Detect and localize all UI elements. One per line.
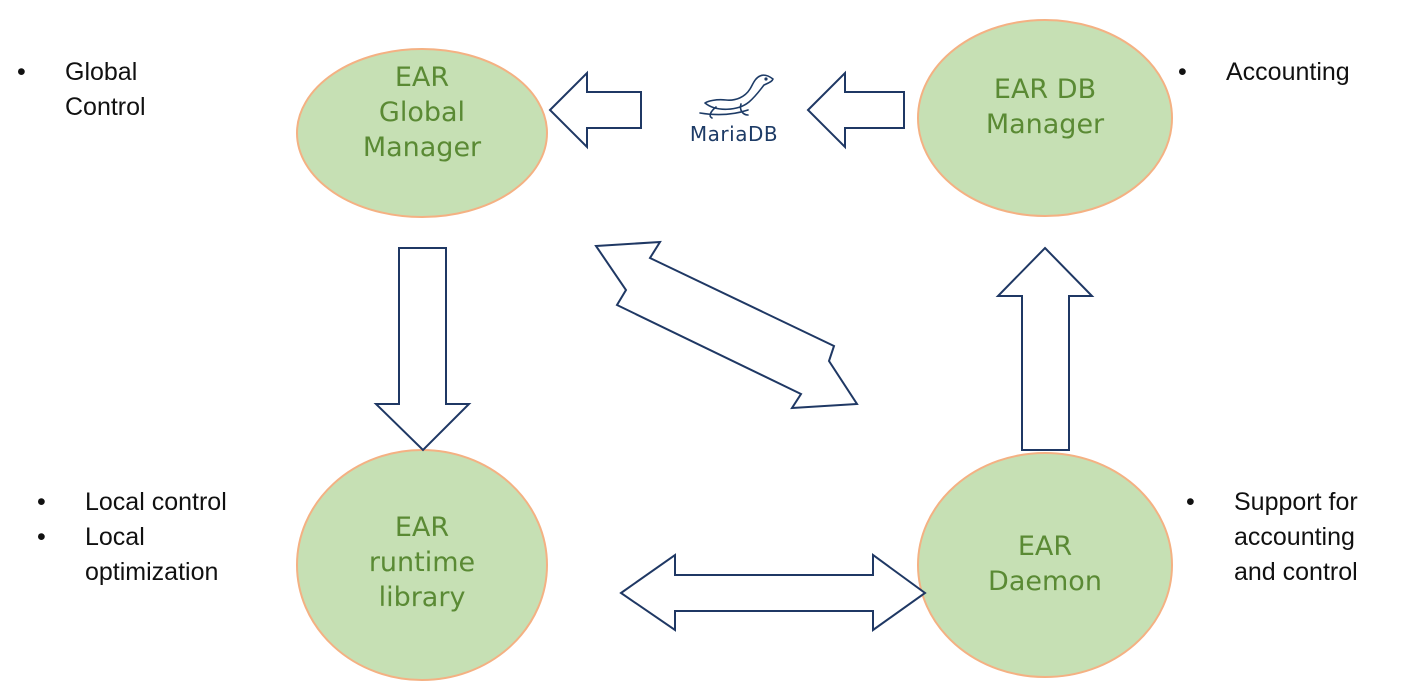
note-item: Local control bbox=[37, 485, 287, 520]
arrow-runtime-daemon bbox=[619, 553, 927, 632]
note-item: Support for accounting and control bbox=[1186, 485, 1421, 590]
node-runtime-library-label: EAR runtime library bbox=[322, 510, 522, 615]
node-runtime-library-line: EAR bbox=[394, 512, 450, 543]
node-global-manager-line: Manager bbox=[362, 132, 482, 163]
node-db-manager-line: Manager bbox=[985, 109, 1105, 140]
node-runtime-library-line: runtime bbox=[368, 547, 476, 578]
arrow-global-manager-to-runtime bbox=[373, 247, 472, 452]
node-db-manager-label: EAR DB Manager bbox=[945, 72, 1145, 142]
node-global-manager bbox=[296, 48, 548, 218]
arrow-global-manager-daemon bbox=[594, 240, 859, 410]
mariadb-logo-text: MariaDB bbox=[689, 122, 779, 146]
note-item: Local optimization bbox=[37, 520, 287, 590]
node-daemon-line: EAR bbox=[1017, 531, 1073, 562]
arrow-db-manager-to-mariadb bbox=[806, 70, 905, 150]
node-db-manager-line: EAR DB bbox=[993, 74, 1097, 105]
node-daemon bbox=[917, 452, 1173, 678]
note-line: accounting bbox=[1234, 523, 1355, 551]
note-line: and control bbox=[1234, 558, 1358, 586]
node-global-manager-line: EAR bbox=[394, 62, 450, 93]
node-db-manager bbox=[917, 19, 1173, 217]
note-line: Global bbox=[65, 58, 138, 86]
note-item: Global Control bbox=[17, 55, 237, 125]
note-item: Accounting bbox=[1178, 55, 1418, 90]
notes-runtime-library: Local control Local optimization bbox=[37, 485, 287, 590]
node-daemon-line: Daemon bbox=[988, 566, 1102, 597]
note-line: Control bbox=[65, 93, 146, 121]
node-global-manager-label: EAR Global Manager bbox=[322, 60, 522, 165]
arrow-mariadb-to-global-manager bbox=[548, 70, 642, 150]
sea-lion-icon bbox=[699, 74, 774, 119]
note-line: Support for bbox=[1234, 488, 1358, 516]
note-line: Local bbox=[85, 523, 145, 551]
node-runtime-library-line: library bbox=[378, 582, 466, 613]
note-line: Local control bbox=[85, 488, 227, 516]
notes-global-manager: Global Control bbox=[17, 55, 237, 125]
note-line: optimization bbox=[85, 558, 219, 586]
node-daemon-label: EAR Daemon bbox=[945, 529, 1145, 599]
node-global-manager-line: Global bbox=[378, 97, 466, 128]
arrow-daemon-to-db-manager bbox=[995, 246, 1095, 451]
notes-db-manager: Accounting bbox=[1178, 55, 1418, 90]
notes-daemon: Support for accounting and control bbox=[1186, 485, 1421, 590]
note-line: Accounting bbox=[1226, 58, 1350, 86]
